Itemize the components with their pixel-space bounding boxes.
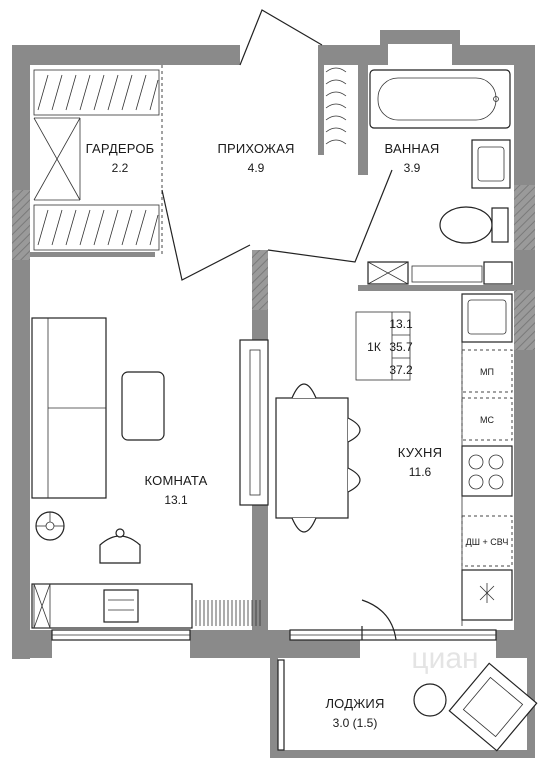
- appliance-dw-mw: ДШ + СВЧ: [466, 537, 509, 547]
- bathroom-area: 3.9: [404, 161, 421, 175]
- loggia-name: ЛОДЖИЯ: [325, 696, 384, 711]
- wardrobe-name: ГАРДЕРОБ: [86, 141, 155, 156]
- apartment-type: 1К: [367, 340, 381, 354]
- kitchen-name: КУХНЯ: [398, 445, 442, 460]
- bathroom-fixtures: [325, 67, 513, 285]
- area-summary-table: [355, 311, 411, 381]
- living-area-value: 13.1: [389, 317, 413, 331]
- kitchen-furniture: [275, 293, 513, 641]
- living-furniture: [31, 317, 269, 629]
- windows: [51, 629, 497, 751]
- wardrobe-area: 2.2: [112, 161, 129, 175]
- living-name: КОМНАТА: [145, 473, 208, 488]
- loggia-furniture: [413, 662, 538, 752]
- loggia-area: 3.0 (1.5): [333, 716, 378, 730]
- hallway-name: ПРИХОЖАЯ: [217, 141, 294, 156]
- total-with-loggia-value: 37.2: [389, 363, 413, 377]
- hallway-area: 4.9: [248, 161, 265, 175]
- appliance-mp: МП: [480, 367, 494, 377]
- wardrobe-furniture: [33, 65, 163, 255]
- kitchen-area: 11.6: [409, 465, 432, 479]
- total-area-value: 35.7: [389, 340, 413, 354]
- bathroom-name: ВАННАЯ: [385, 141, 440, 156]
- appliance-ms: МС: [480, 415, 494, 425]
- hallway-doors: [161, 9, 393, 281]
- living-area: 13.1: [164, 493, 188, 507]
- watermark: циан: [411, 642, 478, 675]
